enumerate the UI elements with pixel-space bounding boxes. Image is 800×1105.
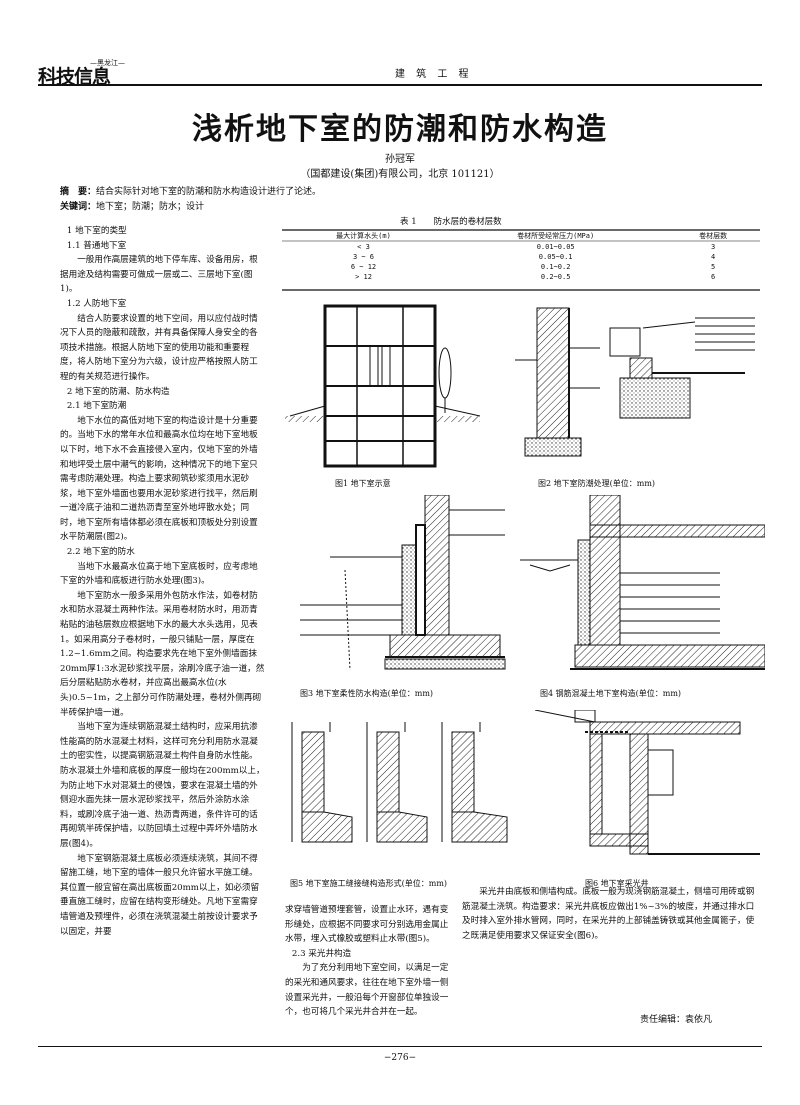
paragraph: 采光井由底板和侧墙构成。底板一般为现浇钢筋混凝土，侧墙可用砖或钢筋混凝土浇筑。构… — [462, 887, 755, 941]
table-cell: > 12 — [355, 273, 372, 281]
header-rule — [38, 84, 762, 86]
left-column: 1 地下室的类型 1.1 普通地下室一般用作高层建筑的地下停车库、设备用房，根据用… — [60, 224, 265, 939]
table-cell: 3 — [711, 243, 716, 251]
paragraph: 结合人防要求设置的地下空间，用以应付战时情况下人员的隐蔽和疏散，并有具备保障人身… — [60, 313, 258, 382]
author: 孙冠军 — [385, 154, 415, 165]
table-cell: < 3 — [357, 243, 370, 251]
paragraph: 地下室钢筋混凝土底板必须连续浇筑，其间不得留施工缝，地下室的墙体一般只允许留水平… — [60, 853, 260, 937]
figure-4-caption: 图4 钢筋混凝土地下室构造(单位：mm) — [540, 689, 682, 698]
figure-3-caption: 图3 地下室柔性防水构造(单位：mm) — [300, 689, 434, 698]
figure-1-drawing — [285, 304, 481, 468]
paragraph: 一般用作高层建筑的地下停车库、设备用房，根据用途及结构需要可做成一层或二、三层地… — [60, 255, 258, 295]
paragraph: 地下水位的高低对地下室的构造设计是十分重要的。当地下水的常年水位和最高水位均在地… — [60, 415, 258, 543]
section-heading: 2 地下室的防潮、防水构造 — [66, 386, 170, 397]
figure-3-drawing — [300, 495, 506, 671]
keywords-text: 地下室；防潮；防水；设计 — [96, 202, 205, 212]
abstract-text: 结合实际针对地下室的防潮和防水构造设计进行了论述。 — [96, 187, 322, 197]
figure-6-caption: 图6 地下室采光井 — [585, 879, 649, 888]
article-title: 浅析地下室的防潮和防水构造 — [192, 112, 608, 147]
footer-rule — [38, 1046, 762, 1047]
table1-rules — [282, 229, 760, 291]
table-cell: 5 — [711, 263, 716, 271]
table-cell: 6 ~ 12 — [350, 263, 377, 271]
table-row: < 3 0.01~0.05 3 — [282, 242, 760, 252]
table-cell: 0.2~0.5 — [540, 273, 571, 281]
middle-column: 求穿墙管道预埋套管，设置止水环，遇有变形缝处，应根据不同要求可分别选用金属止水带… — [285, 903, 453, 1020]
section-label: 建 筑 工 程 — [395, 69, 473, 80]
logo-main: 科技信息 — [38, 66, 111, 88]
table-cell: 4 — [711, 253, 716, 261]
editor-credit: 责任编辑：袁依凡 — [640, 1015, 713, 1025]
section-heading: 1 地下室的类型 — [66, 226, 127, 236]
keywords: 关键词：地下室；防潮；防水；设计 — [60, 199, 204, 212]
paragraph: 当地下水最高水位高于地下室底板时，应考虑地下室的外墙和底板进行防水处理(图3)。 — [60, 561, 258, 587]
keywords-label: 关键词： — [60, 202, 97, 212]
affiliation: （国都建设(集团)有限公司，北京 101121） — [300, 169, 500, 180]
table-row: 6 ~ 12 0.1~0.2 5 — [282, 262, 760, 272]
section-heading: 2.3 采光井构造 — [291, 948, 352, 959]
figure-4-drawing — [520, 495, 765, 670]
table1-header: 卷材层数 — [699, 232, 728, 240]
figure-5-caption: 图5 地下室施工缝接缝构造形式(单位：mm) — [290, 879, 448, 888]
table-cell: 0.1~0.2 — [540, 263, 571, 271]
paragraph: 当地下室为连续钢筋混凝土结构时，应采用抗渗性能高的防水混凝土材料，这样可充分利用… — [60, 722, 265, 849]
figure-5-drawing — [291, 722, 508, 843]
abstract: 摘 要：结合实际针对地下室的防潮和防水构造设计进行了论述。 — [60, 184, 321, 197]
figure-1-caption: 图1 地下室示意 — [335, 479, 391, 488]
table1-header: 卷材所受经常压力(MPa) — [517, 232, 595, 240]
abstract-label: 摘 要： — [60, 187, 97, 197]
table-cell: 0.05~0.1 — [538, 253, 573, 261]
table-cell: 0.01~0.05 — [536, 243, 575, 251]
right-column: 采光井由底板和侧墙构成。底板一般为现浇钢筋混凝土，侧墙可用砖或钢筋混凝土浇筑。构… — [462, 885, 762, 943]
paragraph: 地下室防水一般多采用外包防水作法，如卷材防水和防水混凝土两种作法。采用卷材防水时… — [60, 590, 265, 718]
table1-caption: 表 1 防水层的卷材层数 — [400, 217, 502, 227]
figure-6-drawing — [535, 710, 760, 855]
figure-2-drawing — [515, 307, 755, 457]
journal-logo: 科技信息 —黑龙江— — [38, 58, 148, 88]
paragraph: 为了充分利用地下室空间，以满足一定的采光和通风要求，往往在地下室外墙一侧设置采光… — [285, 963, 449, 1018]
section-heading: 1.2 人防地下室 — [66, 298, 127, 309]
section-heading: 2.1 地下室防潮 — [66, 401, 127, 412]
table-row: > 12 0.2~0.5 6 — [282, 272, 760, 282]
section-heading: 2.2 地下室的防水 — [66, 547, 135, 558]
logo-small: —黑龙江— — [90, 59, 125, 67]
table-cell: 6 — [711, 273, 716, 281]
page-number: −276− — [383, 1053, 417, 1063]
table1-header: 最大计算水头(m) — [336, 232, 391, 240]
figure-2-caption: 图2 地下室防潮处理(单位：mm) — [538, 479, 656, 488]
paragraph: 求穿墙管道预埋套管，设置止水环，遇有变形缝处，应根据不同要求可分别选用金属止水带… — [285, 905, 449, 945]
section-heading: 1.1 普通地下室 — [66, 240, 127, 251]
table-cell: 3 ~ 6 — [352, 253, 375, 261]
table-row: 3 ~ 6 0.05~0.1 4 — [282, 252, 760, 262]
